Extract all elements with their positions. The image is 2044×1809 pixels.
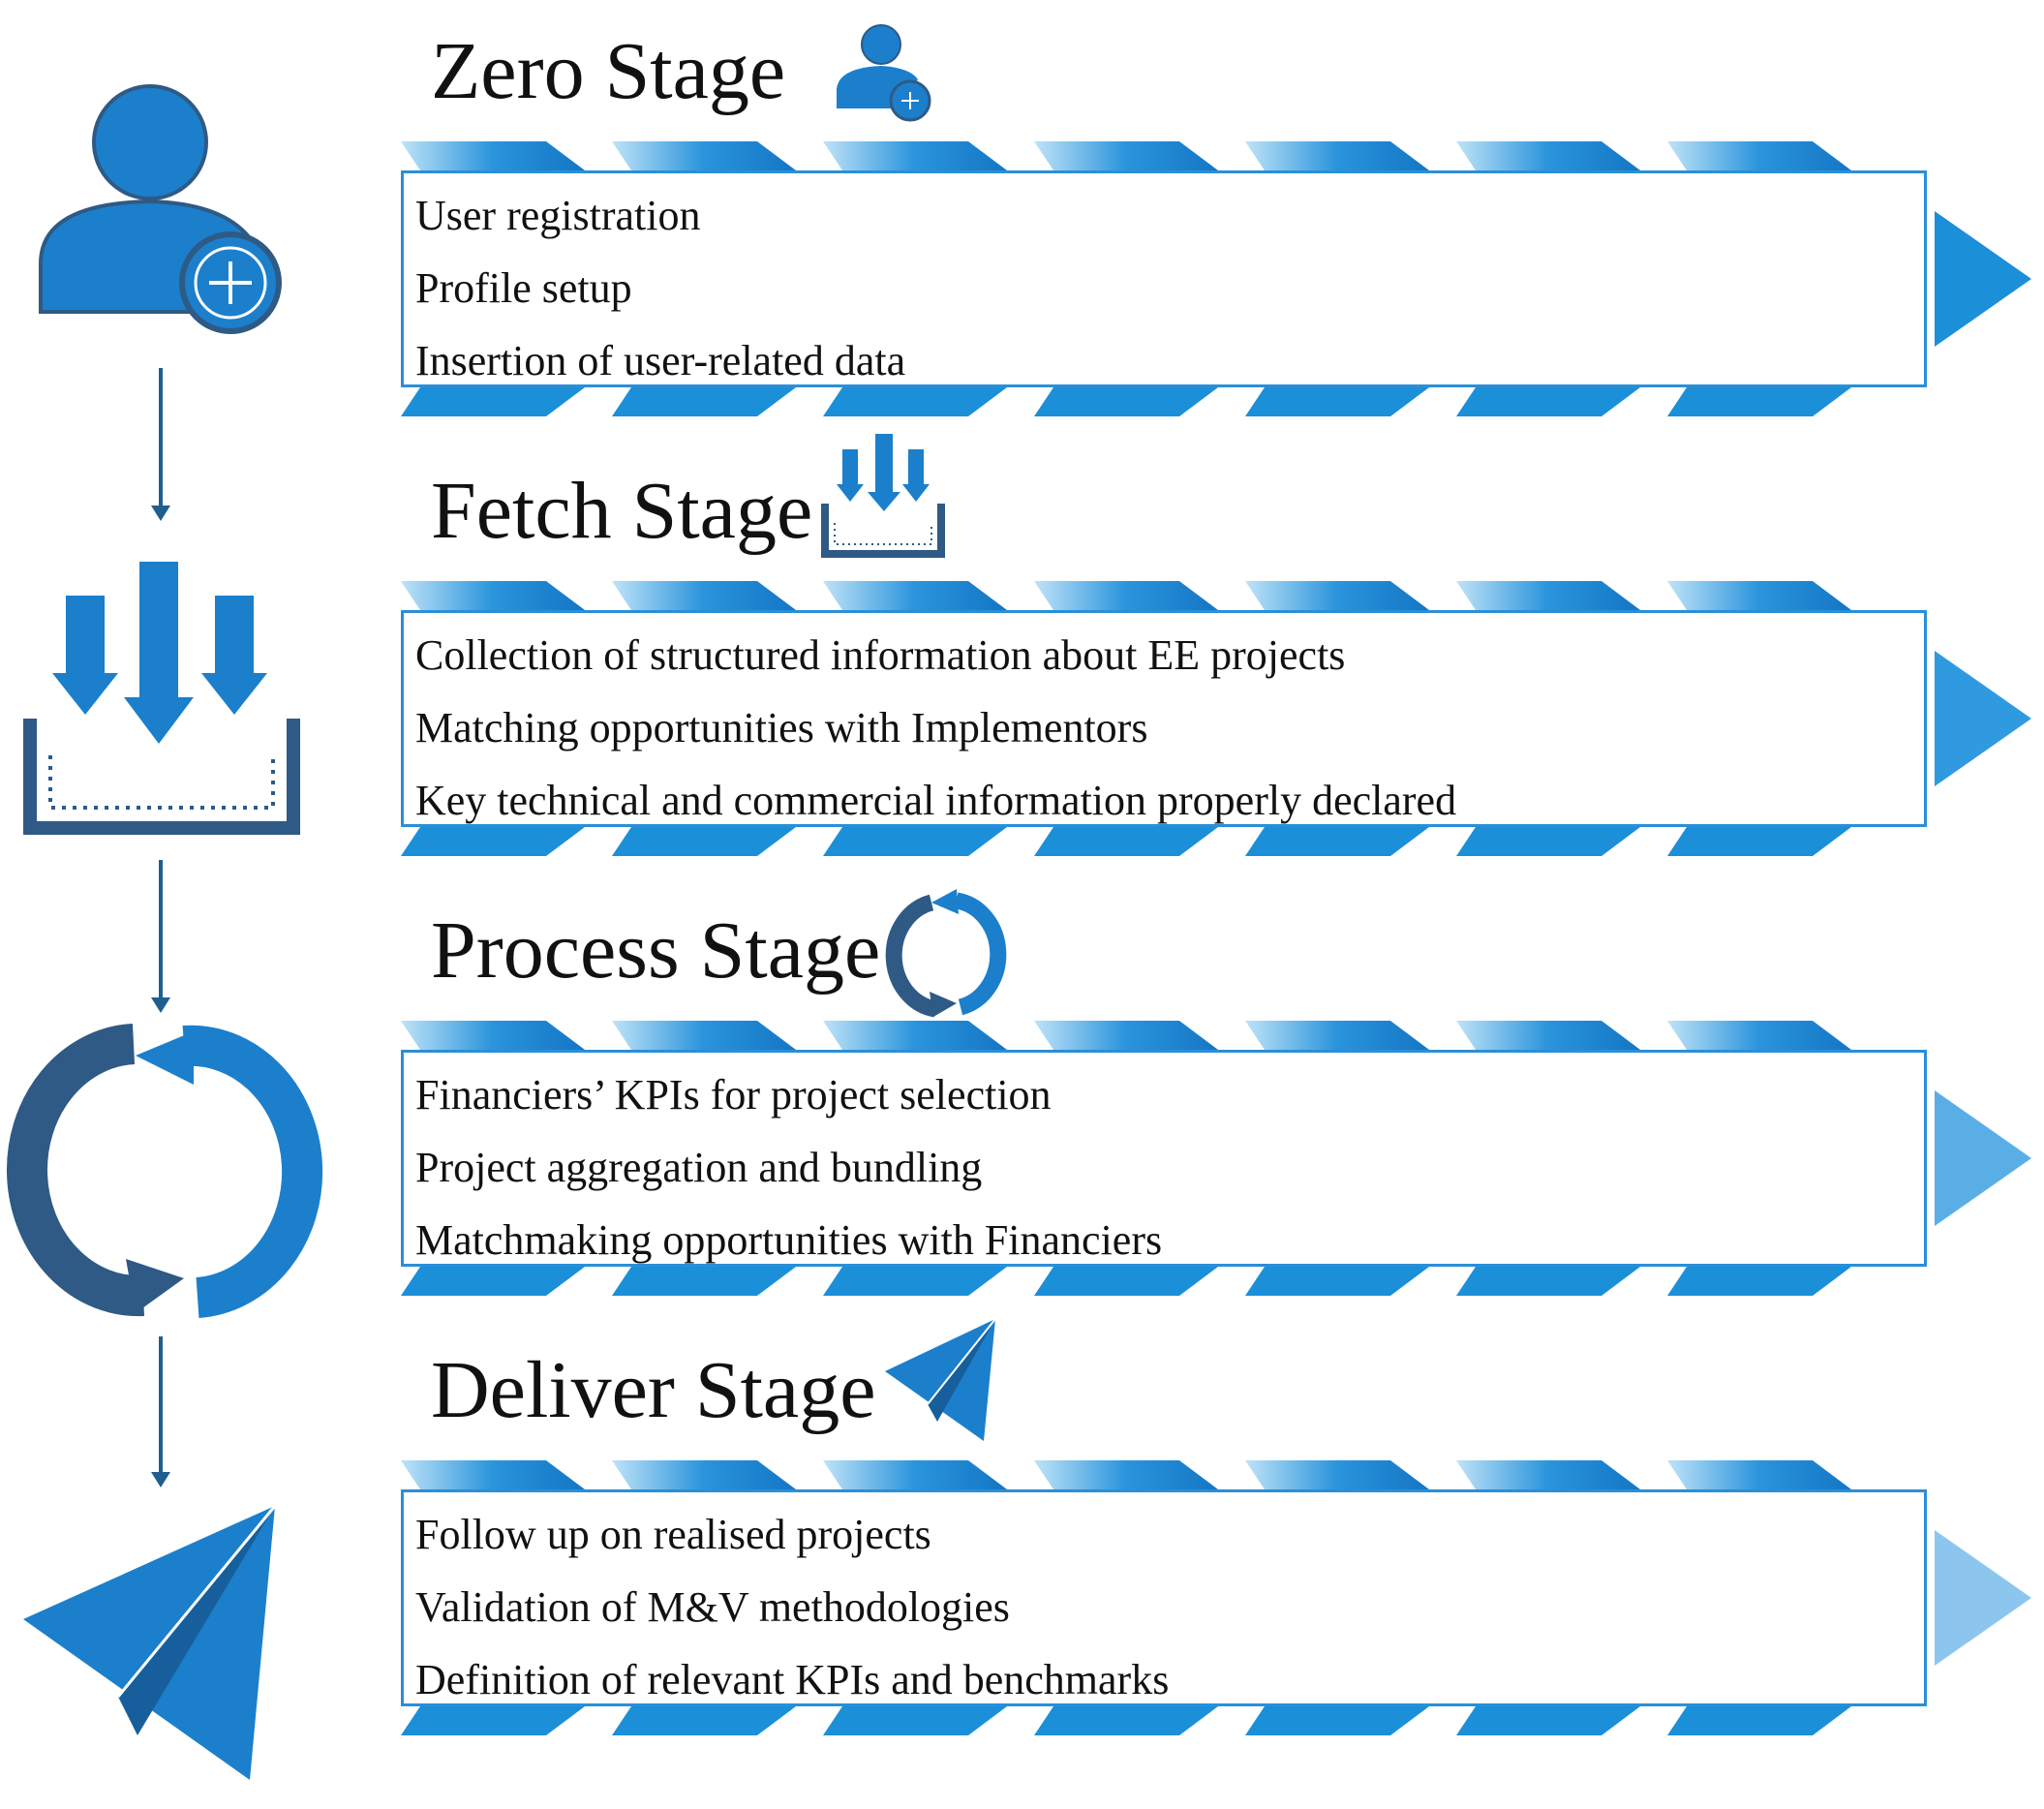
slant-strip-top [1245,581,1429,610]
slant-strip-top [401,1460,585,1489]
connector-arrow [151,860,170,1013]
stage-panel: Follow up on realised projects Validatio… [401,1489,1927,1706]
slant-strip-top [1667,1021,1851,1050]
add-user-small-icon [837,24,931,122]
decorative-slant-strips [401,141,1851,1735]
slant-strip-bottom [1245,827,1429,856]
slant-strip-bottom [1034,1706,1218,1735]
slant-strip-bottom [1034,1267,1218,1296]
slant-strip-top [823,141,1007,170]
add-user-icon [39,84,282,334]
stage-item: Collection of structured information abo… [415,631,1346,679]
stage-item: Insertion of user-related data [415,337,906,384]
slant-strip-bottom [1667,827,1851,856]
stage-items: User registration Profile setup Insertio… [415,179,905,397]
slant-strip-top [1456,1021,1640,1050]
slant-strip-bottom [823,827,1007,856]
slant-strip-bottom [1456,827,1640,856]
slant-strip-top [1034,1460,1218,1489]
slant-strip-top [612,1021,796,1050]
slant-strip-top [823,1460,1007,1489]
slant-strip-bottom [1667,1706,1851,1735]
stage-panel: Collection of structured information abo… [401,610,1927,827]
slant-strip-bottom [1456,1706,1640,1735]
stage-item: Project aggregation and bundling [415,1144,983,1191]
slant-strip-bottom [401,1267,585,1296]
slant-strip-top [612,581,796,610]
stage-arrows [1935,211,2031,1666]
slant-strip-bottom [1034,827,1218,856]
slant-strip-bottom [823,387,1007,416]
slant-strip-top [823,1021,1007,1050]
process-small-icon [885,889,1007,1018]
slant-strip-bottom [1667,387,1851,416]
stage-item: Profile setup [415,264,632,312]
slant-strip-bottom [823,1706,1007,1735]
slant-strip-top [1245,1460,1429,1489]
connector-arrow [151,368,170,521]
slant-strip-bottom [612,827,796,856]
stage-item: Matchmaking opportunities with Financier… [415,1216,1163,1264]
paper-plane-small-icon [885,1318,996,1441]
stage-panel: User registration Profile setup Insertio… [401,170,1927,387]
slant-strip-bottom [1245,387,1429,416]
slant-strip-top [1456,141,1640,170]
stage-item: Follow up on realised projects [415,1511,931,1558]
slant-strip-bottom [1456,387,1640,416]
stage-item: Validation of M&V methodologies [415,1583,1010,1631]
slant-strip-top [401,1021,585,1050]
slant-strip-top [1245,141,1429,170]
slant-strip-bottom [612,387,796,416]
stage-title: Deliver Stage [431,1345,876,1435]
stage-item: Definition of relevant KPIs and benchmar… [415,1656,1170,1703]
stage-arrow-right [1935,651,2031,786]
stage-panel: Financiers’ KPIs for project selection P… [401,1050,1927,1267]
fetch-small-icon [821,434,945,558]
slant-strip-top [1456,581,1640,610]
fetch-download-icon [23,562,300,835]
stage-arrow-right [1935,1530,2031,1666]
stage-arrow-right [1935,1090,2031,1226]
slant-strip-bottom [1245,1706,1429,1735]
stage-item: Matching opportunities with Implementors [415,704,1148,751]
slant-strip-top [1456,1460,1640,1489]
slant-strip-top [401,581,585,610]
slant-strip-bottom [401,387,585,416]
slant-strip-top [612,1460,796,1489]
stage-arrow-right [1935,211,2031,347]
slant-strip-top [1034,581,1218,610]
connector-arrow [151,1336,170,1487]
stage-title: Zero Stage [431,26,786,116]
stage-item: Financiers’ KPIs for project selection [415,1071,1052,1119]
slant-strip-top [1245,1021,1429,1050]
slant-strip-bottom [401,1706,585,1735]
slant-strip-bottom [401,827,585,856]
slant-strip-bottom [1456,1267,1640,1296]
slant-strip-top [1034,1021,1218,1050]
stage-items: Collection of structured information abo… [415,619,1456,837]
stage-item: Key technical and commercial information… [415,777,1457,824]
slant-strip-top [1667,1460,1851,1489]
stage-title: Fetch Stage [431,466,813,556]
slant-strip-bottom [823,1267,1007,1296]
stage-item: User registration [415,192,701,239]
stage-items: Financiers’ KPIs for project selection P… [415,1058,1162,1276]
slant-strip-top [401,141,585,170]
slant-strip-bottom [612,1267,796,1296]
slant-strip-top [823,581,1007,610]
slant-strip-bottom [1667,1267,1851,1296]
slant-strip-bottom [612,1706,796,1735]
stage-items: Follow up on realised projects Validatio… [415,1498,1169,1716]
process-cycle-icon [6,1024,323,1318]
slant-strip-top [1667,141,1851,170]
stage-title: Process Stage [431,905,881,996]
slant-strip-top [1667,581,1851,610]
slant-strip-top [1034,141,1218,170]
paper-plane-icon [23,1505,277,1780]
slant-strip-bottom [1034,387,1218,416]
slant-strip-bottom [1245,1267,1429,1296]
slant-strip-top [612,141,796,170]
